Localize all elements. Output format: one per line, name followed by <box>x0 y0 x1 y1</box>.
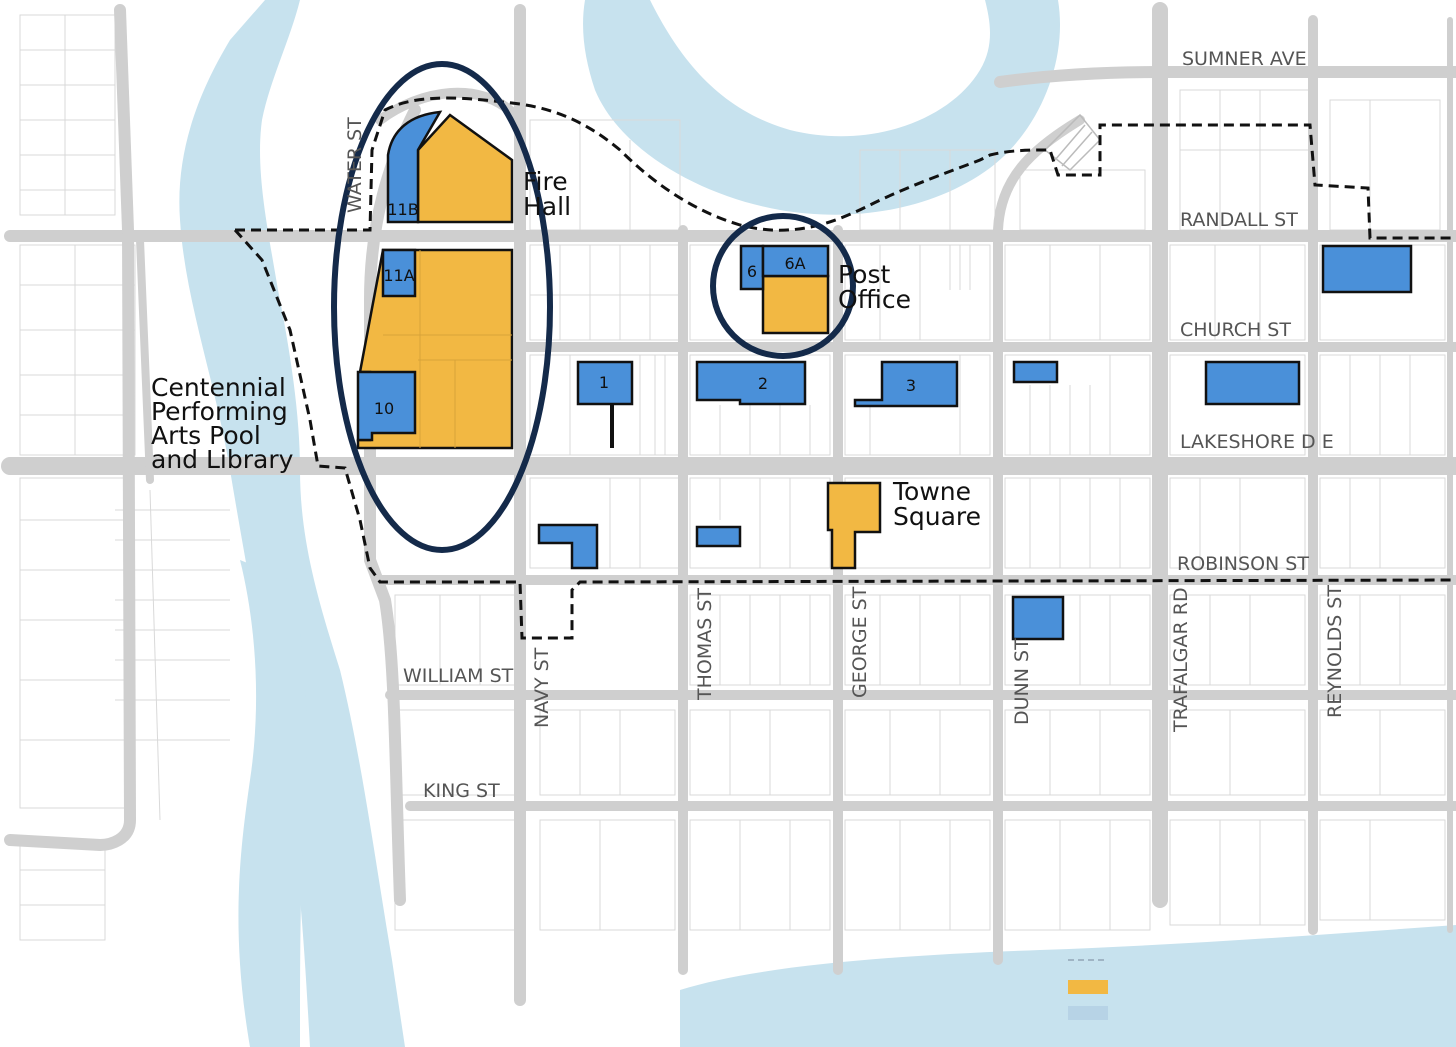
label-post-office-line1: Post <box>838 260 891 289</box>
blue-parcel-trafalgar-east <box>1204 360 1301 406</box>
label-parcel-2: 2 <box>758 374 768 393</box>
legend <box>1068 959 1108 1020</box>
road-sumner <box>994 66 1456 88</box>
label-fire-hall-line2: Hall <box>523 192 571 221</box>
blue-parcel-11a <box>381 248 417 298</box>
street-label-trafalgar: TRAFALGAR RD <box>1170 587 1192 733</box>
label-fire-hall-line1: Fire <box>523 167 568 196</box>
label-centennial-line1: Centennial <box>151 373 286 402</box>
legend-blue-swatch <box>1068 1006 1108 1020</box>
road-west-2 <box>136 236 154 484</box>
legend-gold-swatch <box>1068 980 1108 994</box>
blue-parcel-3 <box>853 360 959 408</box>
blue-parcel-navy-l <box>537 523 599 570</box>
river-lobe <box>238 560 307 1047</box>
label-parcel-11b: 11B <box>387 200 418 219</box>
label-parcel-3: 3 <box>906 376 916 395</box>
blue-parcel-2 <box>695 360 807 406</box>
label-towne-square-line2: Square <box>893 502 981 531</box>
street-label-church: CHURCH ST <box>1180 319 1291 341</box>
label-centennial-line2: Performing <box>151 397 288 426</box>
highlight-ring-post-office <box>710 213 856 359</box>
label-parcel-11a: 11A <box>383 266 414 285</box>
street-label-king: KING ST <box>423 780 500 802</box>
street-label-william: WILLIAM ST <box>403 665 514 687</box>
blue-parcel-1 <box>576 360 634 406</box>
lot-lines <box>19 14 1446 941</box>
blue-parcel-thomas-small <box>695 525 742 548</box>
parcel-labels: 11B 11A 10 1 2 3 6 6A <box>374 200 916 418</box>
label-parcel-10: 10 <box>374 399 394 418</box>
street-label-randall: RANDALL ST <box>1180 209 1298 231</box>
street-label-george: GEORGE ST <box>849 586 871 698</box>
label-parcel-1: 1 <box>599 373 609 392</box>
label-parcel-6: 6 <box>747 262 757 281</box>
street-label-robinson: ROBINSON ST <box>1177 553 1309 575</box>
road-west-edge <box>4 4 137 852</box>
street-label-sumner: SUMNER AVE <box>1182 48 1307 70</box>
blue-parcel-randall-east <box>1321 244 1413 294</box>
label-centennial-line3: Arts Pool <box>151 421 261 450</box>
blue-parcels <box>356 110 1413 641</box>
oxbow-river <box>583 0 1061 215</box>
road-dunn <box>993 115 1085 965</box>
gold-lot-lines <box>383 250 512 448</box>
study-area-boundary <box>233 96 1456 640</box>
blue-parcel-10 <box>356 370 417 442</box>
street-labels: SUMNER AVE RANDALL ST CHURCH ST LAKESHOR… <box>344 48 1346 802</box>
gold-parcel-towne-square <box>826 481 882 570</box>
street-label-navy: NAVY ST <box>531 647 553 728</box>
label-towne-square-line1: Towne <box>892 477 971 506</box>
street-label-dunn: DUNN ST <box>1011 638 1033 725</box>
street-label-lakeshore: LAKESHORE D E <box>1180 431 1334 453</box>
blue-parcel-11b <box>386 110 443 224</box>
label-post-office-line2: Office <box>838 285 911 314</box>
blue-parcel-dunn-south <box>1011 595 1065 641</box>
gold-parcel-post-office <box>761 274 830 335</box>
blue-parcel-6a <box>761 244 830 278</box>
label-centennial-line4: and Library <box>151 445 294 474</box>
street-label-reynolds: REYNOLDS ST <box>1324 585 1346 718</box>
street-label-thomas: THOMAS ST <box>694 588 716 701</box>
label-parcel-6a: 6A <box>784 254 805 273</box>
highlight-ring-waterfront <box>331 61 553 553</box>
river <box>179 0 405 1047</box>
street-label-water: WATER ST <box>344 117 366 213</box>
blue-parcel-dunn-small <box>1012 360 1059 384</box>
place-labels: Fire Hall Post Office Towne Square Cente… <box>151 167 981 531</box>
